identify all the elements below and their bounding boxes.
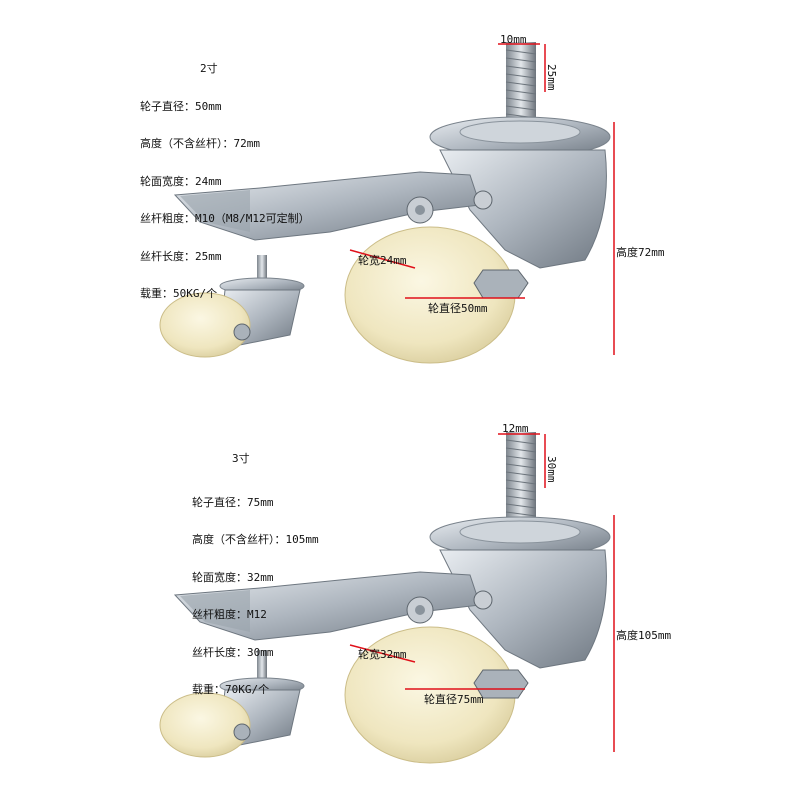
- spec-height: 高度（不含丝杆）：105mm: [192, 533, 319, 546]
- wheel-diameter-label: 轮直径75mm: [424, 693, 484, 706]
- small-caster: [159, 650, 305, 758]
- height-label: 高度72mm: [616, 246, 665, 259]
- wheel-width-label: 轮宽24mm: [358, 254, 407, 267]
- caster-panel-3inch: 3寸 轮子直径：75mm 高度（不含丝杆）：105mm 轮面宽度：32mm 丝杆…: [0, 400, 800, 800]
- spec-wheel-diameter: 轮子直径：50mm: [140, 99, 222, 113]
- spec-list: 3寸 轮子直径：75mm 高度（不含丝杆）：105mm 轮面宽度：32mm 丝杆…: [192, 428, 319, 722]
- spec-load: 载重：70KG/个: [192, 683, 270, 696]
- spec-wheel-diameter: 轮子直径：75mm: [192, 495, 274, 509]
- caster-illustration: [159, 432, 615, 764]
- size-label: 2寸: [200, 62, 218, 75]
- stem-diameter-label: 12mm: [502, 422, 529, 435]
- brake-pedal: [173, 171, 481, 241]
- spec-height: 高度（不含丝杆）：72mm: [140, 137, 260, 150]
- main-caster: [173, 42, 611, 364]
- caster-panel-2inch: 2寸 轮子直径：50mm 高度（不含丝杆）：72mm 轮面宽度：24mm 丝杆粗…: [140, 33, 665, 364]
- spec-list: 2寸 轮子直径：50mm 高度（不含丝杆）：72mm 轮面宽度：24mm 丝杆粗…: [140, 38, 310, 326]
- spec-stem-thickness: 丝杆粗度：M10（M8/M12可定制）: [140, 212, 310, 225]
- spec-stem-length: 丝杆长度：25mm: [140, 249, 222, 263]
- wheel-diameter-label: 轮直径50mm: [428, 302, 488, 315]
- spec-tread-width: 轮面宽度：24mm: [140, 174, 222, 188]
- caster-illustration: [159, 42, 615, 364]
- spec-tread-width: 轮面宽度：32mm: [192, 570, 274, 584]
- height-label: 高度105mm: [616, 629, 672, 642]
- wheel-width-label: 轮宽32mm: [358, 648, 407, 661]
- size-label: 3寸: [232, 452, 250, 465]
- spec-stem-thickness: 丝杆粗度：M12: [192, 608, 267, 621]
- stem-length-label: 25mm: [545, 64, 558, 91]
- stem-length-label: 30mm: [545, 456, 558, 483]
- small-caster: [159, 255, 305, 358]
- brake-pedal: [173, 571, 481, 641]
- spec-load: 载重：50KG/个: [140, 287, 218, 300]
- main-caster: [173, 432, 611, 764]
- stem-diameter-label: 10mm: [500, 33, 527, 46]
- spec-stem-length: 丝杆长度：30mm: [192, 645, 274, 659]
